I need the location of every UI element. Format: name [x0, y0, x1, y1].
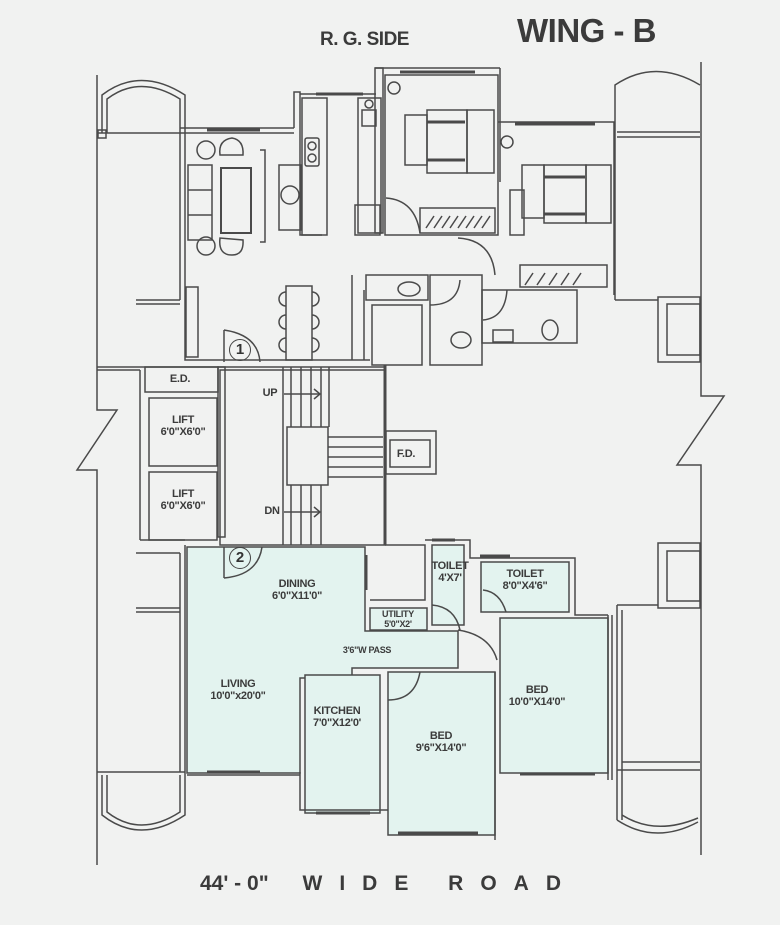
- top-bedroom-2: [457, 121, 615, 295]
- lift-1-name: LIFT: [171, 414, 194, 426]
- wing-title: WING - B: [517, 12, 656, 49]
- lift-2-name: LIFT: [171, 488, 194, 500]
- dining-label: DINING 6'0"X11'0": [272, 578, 322, 602]
- flat-1-marker: 1: [229, 339, 251, 361]
- bed-2-name: BED: [525, 684, 549, 696]
- top-left-balcony: [97, 79, 294, 305]
- toilet-2-name: TOILET: [506, 568, 544, 580]
- kitchen-name: KITCHEN: [313, 705, 361, 717]
- top-store-room: [351, 275, 423, 366]
- fire-duct-label: F.D.: [396, 448, 416, 460]
- hob-icon: [304, 99, 381, 236]
- lift-2-label: LIFT 6'0"X6'0": [161, 488, 206, 512]
- dining-dimension: 6'0"X11'0": [272, 590, 322, 603]
- bed-2-dimension: 10'0"X14'0": [508, 696, 566, 709]
- dining-name: DINING: [278, 578, 316, 590]
- stair-up-label: UP: [262, 387, 278, 399]
- living-dimension: 10'0"x20'0": [210, 690, 266, 703]
- kitchen-dimension: 7'0"X12'0': [313, 717, 361, 730]
- toilet-1-name: TOILET: [431, 560, 469, 572]
- road-label: WIDE ROAD: [302, 872, 578, 895]
- electrical-duct-label: E.D.: [169, 373, 191, 385]
- living-label: LIVING 10'0"x20'0": [210, 678, 265, 702]
- passage-label: 3'6"W PASS: [342, 645, 392, 655]
- bed-2-label: BED 10'0"X14'0": [508, 684, 566, 709]
- bed-1-label: BED 9'6"X14'0": [416, 730, 467, 754]
- stair-down-label: DN: [264, 505, 280, 517]
- core-stair-lift: [97, 365, 437, 546]
- bed-1-dimension: 9'6"X14'0": [415, 742, 467, 755]
- road-width: 44' - 0": [200, 872, 269, 895]
- lift-1-label: LIFT 6'0"X6'0": [161, 414, 206, 438]
- lift-1-dimension: 6'0"X6'0": [160, 426, 206, 439]
- top-right-balcony: [614, 70, 701, 363]
- top-flat-door: [185, 286, 261, 363]
- top-bedroom-1: [384, 70, 499, 236]
- bottom-flat-walls: [184, 538, 613, 840]
- top-toilets: [365, 274, 578, 366]
- sofa-set-icon: [187, 137, 302, 256]
- utility-label: UTILITY 5'0"X2': [382, 609, 414, 630]
- toilet-1-dimension: 4'X7': [438, 572, 462, 585]
- utility-dimension: 5'0"X2': [384, 618, 412, 629]
- bottom-flat-fill: [186, 544, 609, 836]
- side-label: R. G. SIDE: [320, 29, 409, 50]
- top-flat-living-area: [184, 67, 501, 361]
- utility-name: UTILITY: [382, 609, 414, 619]
- lift-2-dimension: 6'0"X6'0": [160, 500, 206, 513]
- kitchen-label: KITCHEN 7'0"X12'0': [313, 705, 361, 729]
- bottom-flat-doors: [223, 546, 507, 701]
- dining-table-icon: [278, 285, 320, 361]
- bed-1-name: BED: [429, 730, 453, 742]
- living-name: LIVING: [220, 678, 256, 690]
- toilet-2-label: TOILET 8'0"X4'6": [503, 568, 548, 592]
- flat-2-marker: 2: [229, 547, 251, 569]
- right-boundary-line: [675, 62, 726, 855]
- toilet-2-dimension: 8'0"X4'6": [502, 580, 548, 593]
- toilet-1-label: TOILET 4'X7': [431, 560, 468, 584]
- bottom-right-balcony: [616, 542, 701, 834]
- left-boundary-line: [75, 75, 119, 865]
- road-caption: 44' - 0" WIDE ROAD: [200, 872, 578, 896]
- bottom-left-balcony: [97, 552, 186, 831]
